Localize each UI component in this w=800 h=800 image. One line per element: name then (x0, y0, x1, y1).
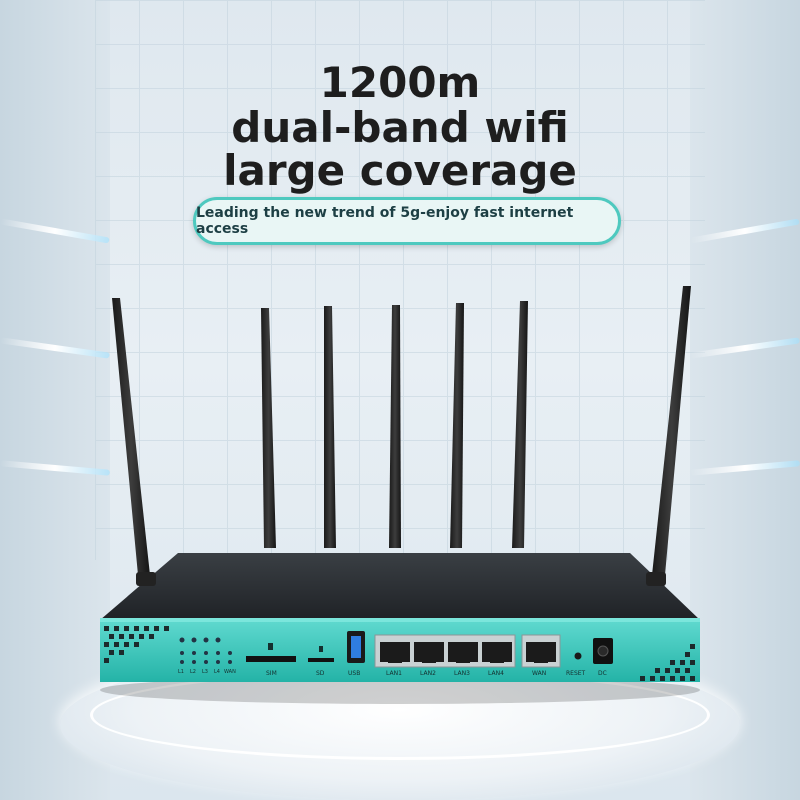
wan-label: WAN (532, 670, 546, 677)
lan-port (448, 642, 478, 663)
router-top-cover (100, 553, 700, 620)
dot-pattern-left (104, 626, 169, 663)
indicator-label-l4: L4 (214, 669, 220, 675)
tagline-text: Leading the new trend of 5g-enjoy fast i… (196, 205, 574, 237)
lan1-label: LAN1 (386, 670, 402, 677)
left-wall-panel (0, 0, 110, 800)
usb-label: USB (348, 670, 360, 677)
tagline-pill: Leading the new trend of 5g-enjoy fast i… (193, 197, 621, 245)
right-wall-panel (690, 0, 800, 800)
sim-slot (246, 656, 296, 662)
wan-port (526, 642, 556, 663)
router-front-edge (100, 618, 700, 622)
reset-label: RESET (566, 670, 586, 677)
antenna (450, 303, 464, 548)
sd-label: SD (316, 670, 325, 677)
dc-jack-hole (597, 645, 609, 657)
sim-label: SIM (266, 670, 277, 677)
router-shadow (100, 676, 700, 704)
lan-port (482, 642, 512, 663)
indicator-label-l2: L2 (190, 669, 196, 675)
antenna (112, 298, 156, 586)
antenna (512, 301, 528, 548)
lan-port (414, 642, 444, 663)
status-leds (179, 637, 232, 664)
sd-slot (308, 658, 334, 662)
antenna (646, 286, 691, 586)
indicator-label-wan: WAN (224, 669, 236, 675)
antenna (389, 305, 401, 548)
sd-icon (319, 646, 323, 652)
sim-icon (268, 643, 273, 650)
headline-line-1: 1200m (319, 58, 481, 107)
lan4-label: LAN4 (488, 670, 504, 677)
indicator-label-l3: L3 (202, 669, 208, 675)
antenna (261, 308, 276, 548)
indicator-label-l1: L1 (178, 669, 184, 675)
headline-line-3: large coverage (223, 146, 577, 195)
antenna (324, 306, 336, 548)
lan3-label: LAN3 (454, 670, 470, 677)
headline-line-2: dual-band wifi (231, 103, 569, 152)
usb-port-tongue (351, 636, 361, 658)
dot-pattern-right (640, 644, 695, 681)
lan2-label: LAN2 (420, 670, 436, 677)
reset-button (574, 652, 582, 660)
dc-label: DC (598, 670, 607, 677)
lan-port (380, 642, 410, 663)
